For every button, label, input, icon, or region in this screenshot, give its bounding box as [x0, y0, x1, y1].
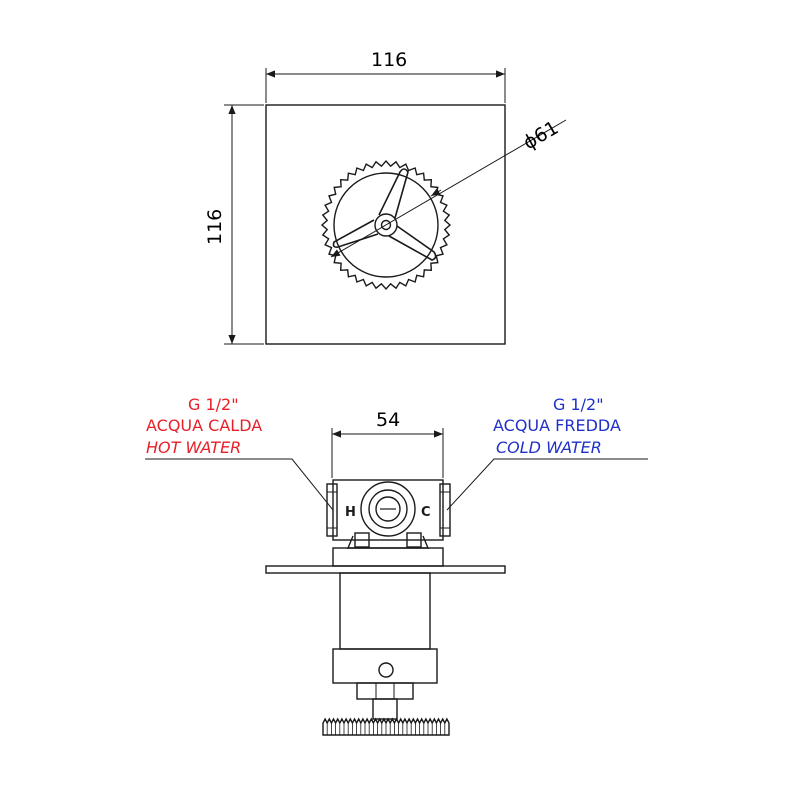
side-view: [265, 428, 506, 736]
cold-thread-label: G 1/2": [553, 395, 604, 414]
body-width-label: 54: [376, 409, 401, 431]
knob-hub: [374, 213, 398, 237]
hot-label-it: ACQUA CALDA: [146, 416, 263, 435]
central-port-inner: [375, 496, 401, 522]
cartridge-body: [339, 572, 431, 650]
central-port-ring: [368, 489, 408, 529]
hot-marker: H: [345, 505, 356, 520]
cartridge-collar: [332, 648, 438, 684]
mounting-base: [332, 547, 444, 567]
diameter-leader: [330, 119, 567, 258]
knob-spokes: [332, 168, 437, 261]
hot-leader: [145, 458, 334, 511]
front-view: [224, 68, 567, 345]
cold-label-it: ACQUA FREDDA: [493, 416, 621, 435]
valve-feet: [346, 535, 430, 549]
knob-inner-ring: [333, 172, 439, 278]
knob-screw: [380, 219, 392, 231]
knob-knurling: [326, 723, 446, 735]
cold-marker: C: [421, 505, 431, 520]
cold-leader: [446, 458, 648, 511]
hot-inlet-connector: [326, 483, 338, 537]
central-port-outer: [360, 481, 416, 537]
spindle-shaft: [372, 698, 398, 720]
wall-plate: [265, 565, 506, 574]
cold-label-en: COLD WATER: [496, 438, 602, 457]
hot-thread-label: G 1/2": [188, 395, 239, 414]
cover-plate: [265, 104, 506, 345]
plate-height-label: 116: [204, 208, 226, 245]
knob-side-gear: [322, 717, 450, 736]
set-screw: [378, 662, 394, 678]
spindle-nut: [356, 682, 414, 700]
plate-width-label: 116: [371, 49, 408, 71]
cold-inlet-connector: [439, 483, 451, 537]
hot-label-en: HOT WATER: [146, 438, 242, 457]
knob-teeth-outline: [320, 159, 452, 291]
knob-gear: [320, 159, 452, 291]
